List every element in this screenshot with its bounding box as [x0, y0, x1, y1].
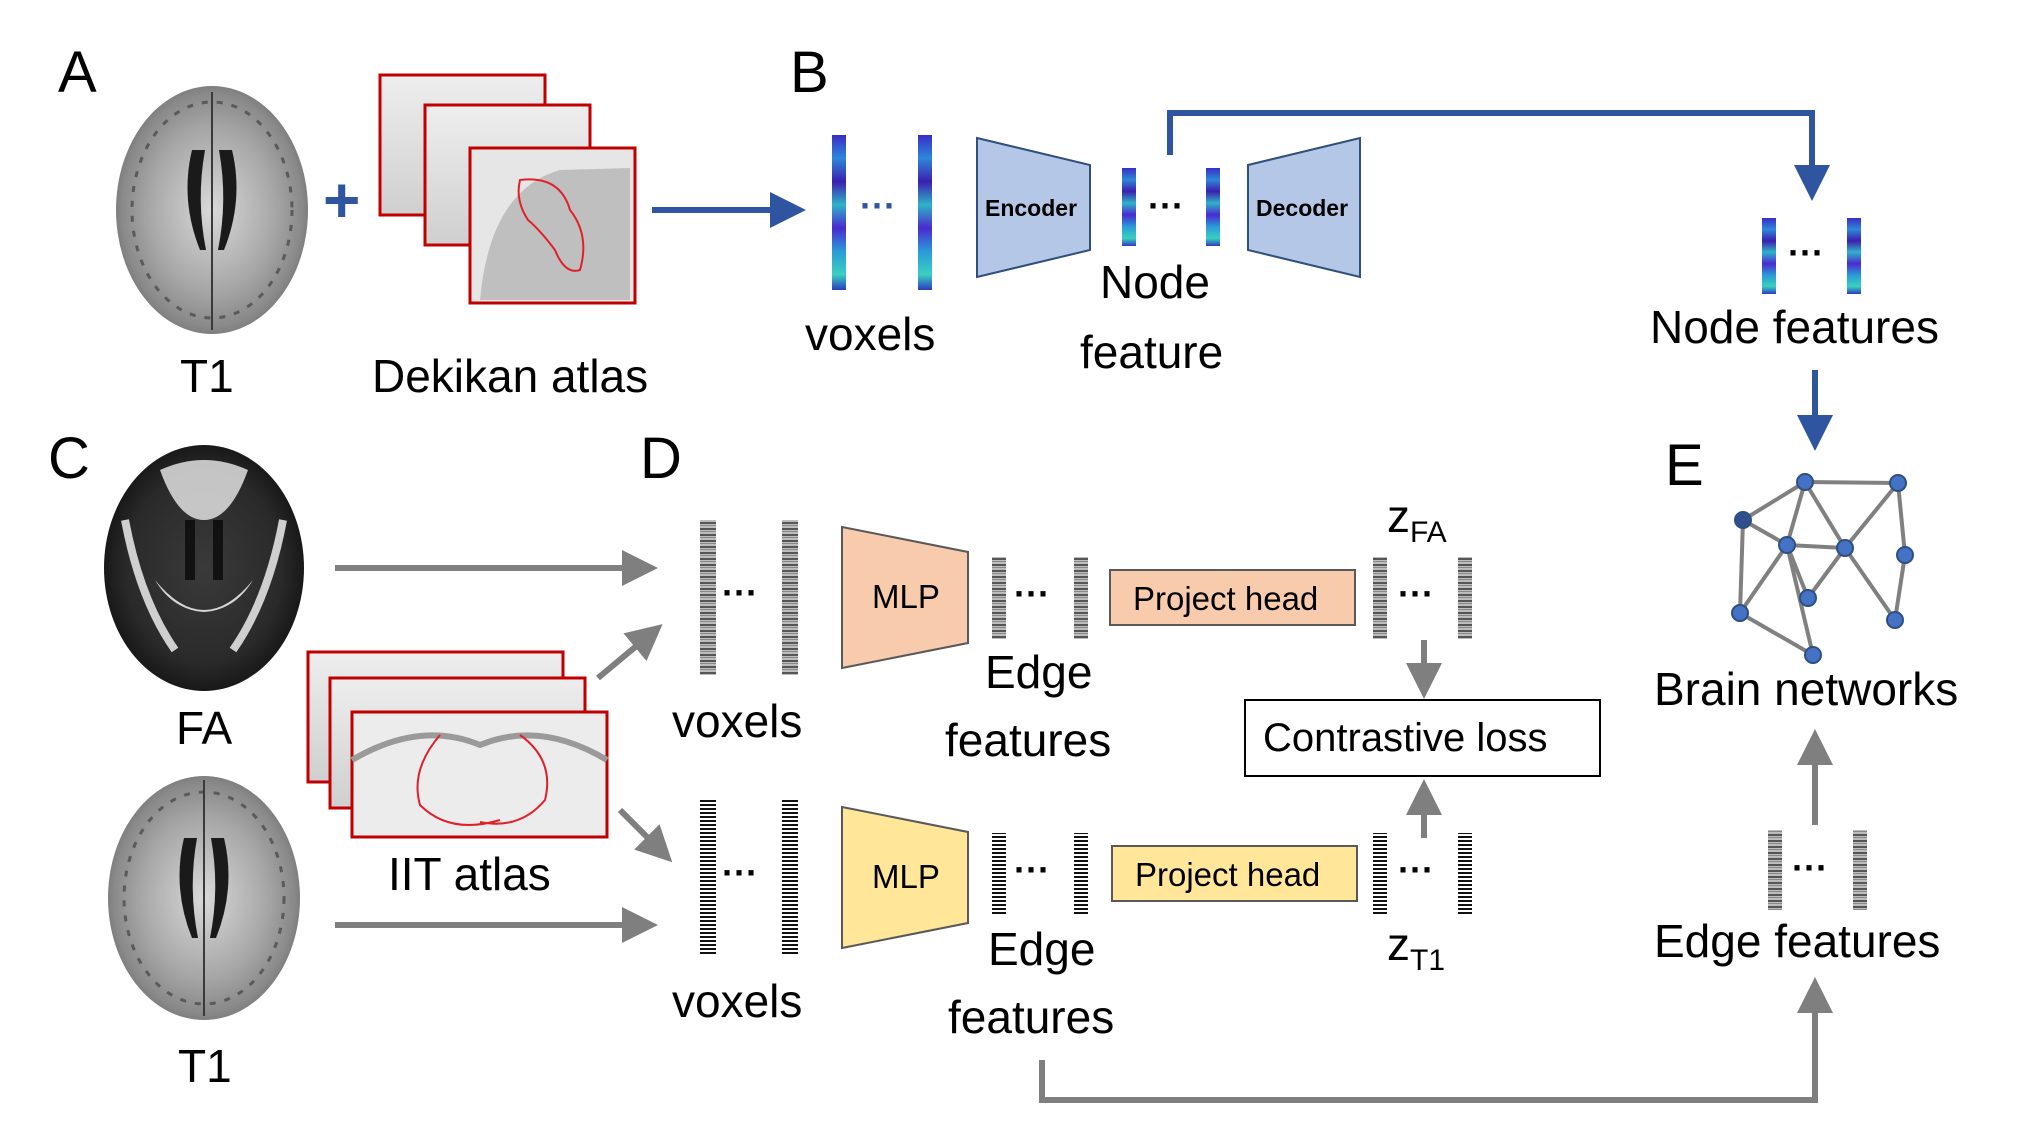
z-t1-ellipsis: ··· [1398, 849, 1434, 890]
encoder-label: Encoder [985, 195, 1077, 221]
edge-bar-bottom-left [992, 833, 1006, 915]
edge-ellipsis-bottom: ··· [1014, 849, 1050, 890]
edge-ellipsis-top: ··· [1014, 573, 1050, 614]
encoder-block [976, 136, 1091, 279]
mlp-block-bottom [841, 805, 969, 950]
edge-features-e-label: Edge features [1654, 915, 1940, 967]
network-node [1799, 589, 1817, 607]
brain-networks-label: Brain networks [1654, 663, 1958, 715]
fa-label: FA [176, 702, 233, 754]
z-fa-bar-left [1373, 557, 1387, 639]
edge-features-bottom-line2: features [948, 991, 1114, 1043]
edge-bar-bottom-right [1074, 833, 1088, 915]
network-node [1796, 473, 1814, 491]
z-fa-bar-right [1458, 557, 1472, 639]
edge-bar-top-left [992, 557, 1006, 639]
mlp-label-top: MLP [872, 578, 940, 615]
voxel-bar-d-top-right [782, 520, 798, 675]
arrow-edge-features-to-panel-e [1039, 977, 1833, 1103]
contrastive-loss-box [1244, 699, 1601, 777]
network-nodes [1731, 473, 1914, 664]
voxel-bar-d-top-left [700, 520, 716, 675]
node-features-ellipsis: ··· [1788, 232, 1824, 273]
edge-bar-top-right [1074, 557, 1088, 639]
brain-t1-image-a [116, 86, 308, 334]
arrow-node-feature-to-node-features [1167, 110, 1830, 201]
network-node [1734, 511, 1752, 529]
voxel-ellipsis-d-bottom: ··· [722, 852, 758, 893]
panel-label-c: C [48, 426, 90, 491]
project-head-top-label: Project head [1133, 580, 1318, 617]
dekikan-atlas-label: Dekikan atlas [372, 350, 648, 402]
network-node [1896, 546, 1914, 564]
t1-label-a: T1 [180, 350, 234, 402]
project-head-top [1109, 569, 1356, 626]
mlp-block-top [841, 525, 969, 670]
voxel-bar-b-right [918, 135, 932, 290]
edge-features-top-line1: Edge [985, 646, 1092, 698]
voxel-ellipsis-b: ··· [860, 185, 896, 226]
voxels-label-d-bottom: voxels [672, 975, 802, 1027]
network-node [1778, 536, 1796, 554]
voxels-label-b: voxels [805, 308, 935, 360]
node-feature-ellipsis: ··· [1148, 185, 1184, 226]
arrow-iit-to-voxels-bottom [617, 807, 673, 863]
network-node [1889, 474, 1907, 492]
z-fa-ellipsis: ··· [1398, 573, 1434, 614]
edge-features-bottom-line1: Edge [988, 923, 1095, 975]
voxel-bar-b-left [832, 135, 846, 290]
z-t1-bar-left [1373, 833, 1387, 915]
contrastive-loss-label: Contrastive loss [1263, 716, 1548, 760]
arrow-iit-to-voxels-top [596, 624, 663, 681]
node-feature-bar-left [1122, 168, 1136, 246]
node-features-bar-left [1762, 218, 1776, 294]
dekikan-atlas-image [378, 73, 637, 305]
network-node [1804, 646, 1822, 664]
node-features-label: Node features [1650, 301, 1939, 353]
node-feature-label-line2: feature [1080, 326, 1223, 378]
network-node [1836, 539, 1854, 557]
project-head-bottom [1111, 845, 1358, 902]
panel-label-b: B [790, 40, 829, 105]
voxel-ellipsis-d-top: ··· [722, 572, 758, 613]
decoder-block [1247, 136, 1361, 279]
voxel-bar-d-bottom-right [782, 800, 798, 955]
edge-features-e-bar-left [1768, 830, 1782, 910]
panel-label-e: E [1665, 433, 1704, 498]
node-feature-bar-right [1206, 168, 1220, 246]
panel-label-a: A [58, 40, 97, 105]
brain-fa-image [104, 445, 304, 691]
z-t1-bar-right [1458, 833, 1472, 915]
t1-label-c: T1 [178, 1040, 232, 1092]
iit-atlas-image [306, 650, 609, 839]
plus-sign: + [323, 164, 360, 236]
brain-network-graph [1738, 480, 1907, 657]
edge-features-e-bar-right [1853, 830, 1867, 910]
voxels-label-d-top: voxels [672, 695, 802, 747]
network-node [1731, 604, 1749, 622]
decoder-label: Decoder [1256, 195, 1348, 221]
node-features-bar-right [1847, 218, 1861, 294]
z-t1-label: zT1 [1387, 918, 1445, 977]
voxel-bar-d-bottom-left [700, 800, 716, 955]
edge-features-top-line2: features [945, 714, 1111, 766]
panel-label-d: D [640, 426, 682, 491]
edge-features-e-ellipsis: ··· [1792, 847, 1828, 888]
node-feature-label-line1: Node [1100, 256, 1210, 308]
network-node [1886, 611, 1904, 629]
z-fa-label: zFA [1387, 490, 1447, 549]
mlp-label-bottom: MLP [872, 858, 940, 895]
brain-t1-image-c [108, 776, 300, 1020]
project-head-bottom-label: Project head [1135, 856, 1320, 893]
iit-atlas-label: IIT atlas [388, 848, 551, 900]
